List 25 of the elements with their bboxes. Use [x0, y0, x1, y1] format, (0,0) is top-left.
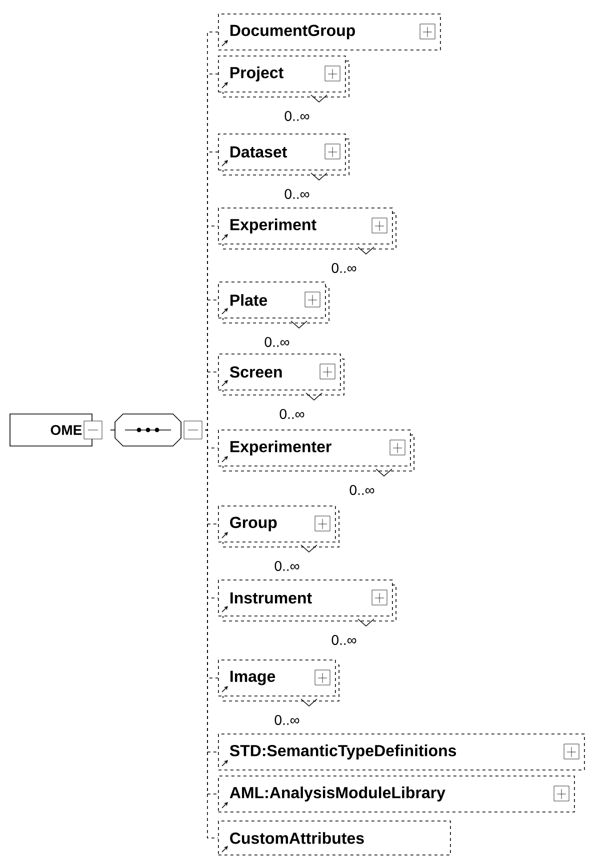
- multiplicity-label: 0..∞: [264, 337, 290, 347]
- sequence-octagon: [114, 414, 202, 446]
- multiplicity-label: 0..∞: [274, 715, 300, 725]
- multiplicity-label: 0..∞: [280, 409, 304, 419]
- connector-line: [205, 372, 218, 430]
- multiplicity-label: 0..∞: [350, 485, 374, 495]
- element-box: CustomAttributes: [218, 820, 451, 856]
- element-box: Image: [218, 660, 340, 707]
- element-box: Dataset: [218, 134, 350, 181]
- multiplicity-label: 0..∞: [284, 111, 310, 121]
- element-box: Experimenter: [218, 430, 414, 477]
- element-box: STD:SemanticTypeDefinitions: [218, 734, 585, 770]
- element-box: Experiment: [218, 208, 396, 255]
- multiplicity-label: 0..∞: [332, 263, 356, 273]
- element-box: Instrument: [218, 580, 396, 627]
- element-box: AML:AnalysisModuleLibrary: [218, 776, 575, 812]
- element-box: Project: [218, 56, 350, 103]
- multiplicity-label: 0..∞: [284, 189, 310, 199]
- element-box: OME: [10, 414, 102, 446]
- element-box: DocumentGroup: [218, 14, 441, 50]
- multiplicity-label: 0..∞: [332, 635, 356, 645]
- element-box: Plate: [218, 282, 330, 329]
- element-box: Group: [218, 506, 340, 553]
- element-box: Screen: [218, 354, 344, 401]
- multiplicity-label: 0..∞: [274, 561, 300, 571]
